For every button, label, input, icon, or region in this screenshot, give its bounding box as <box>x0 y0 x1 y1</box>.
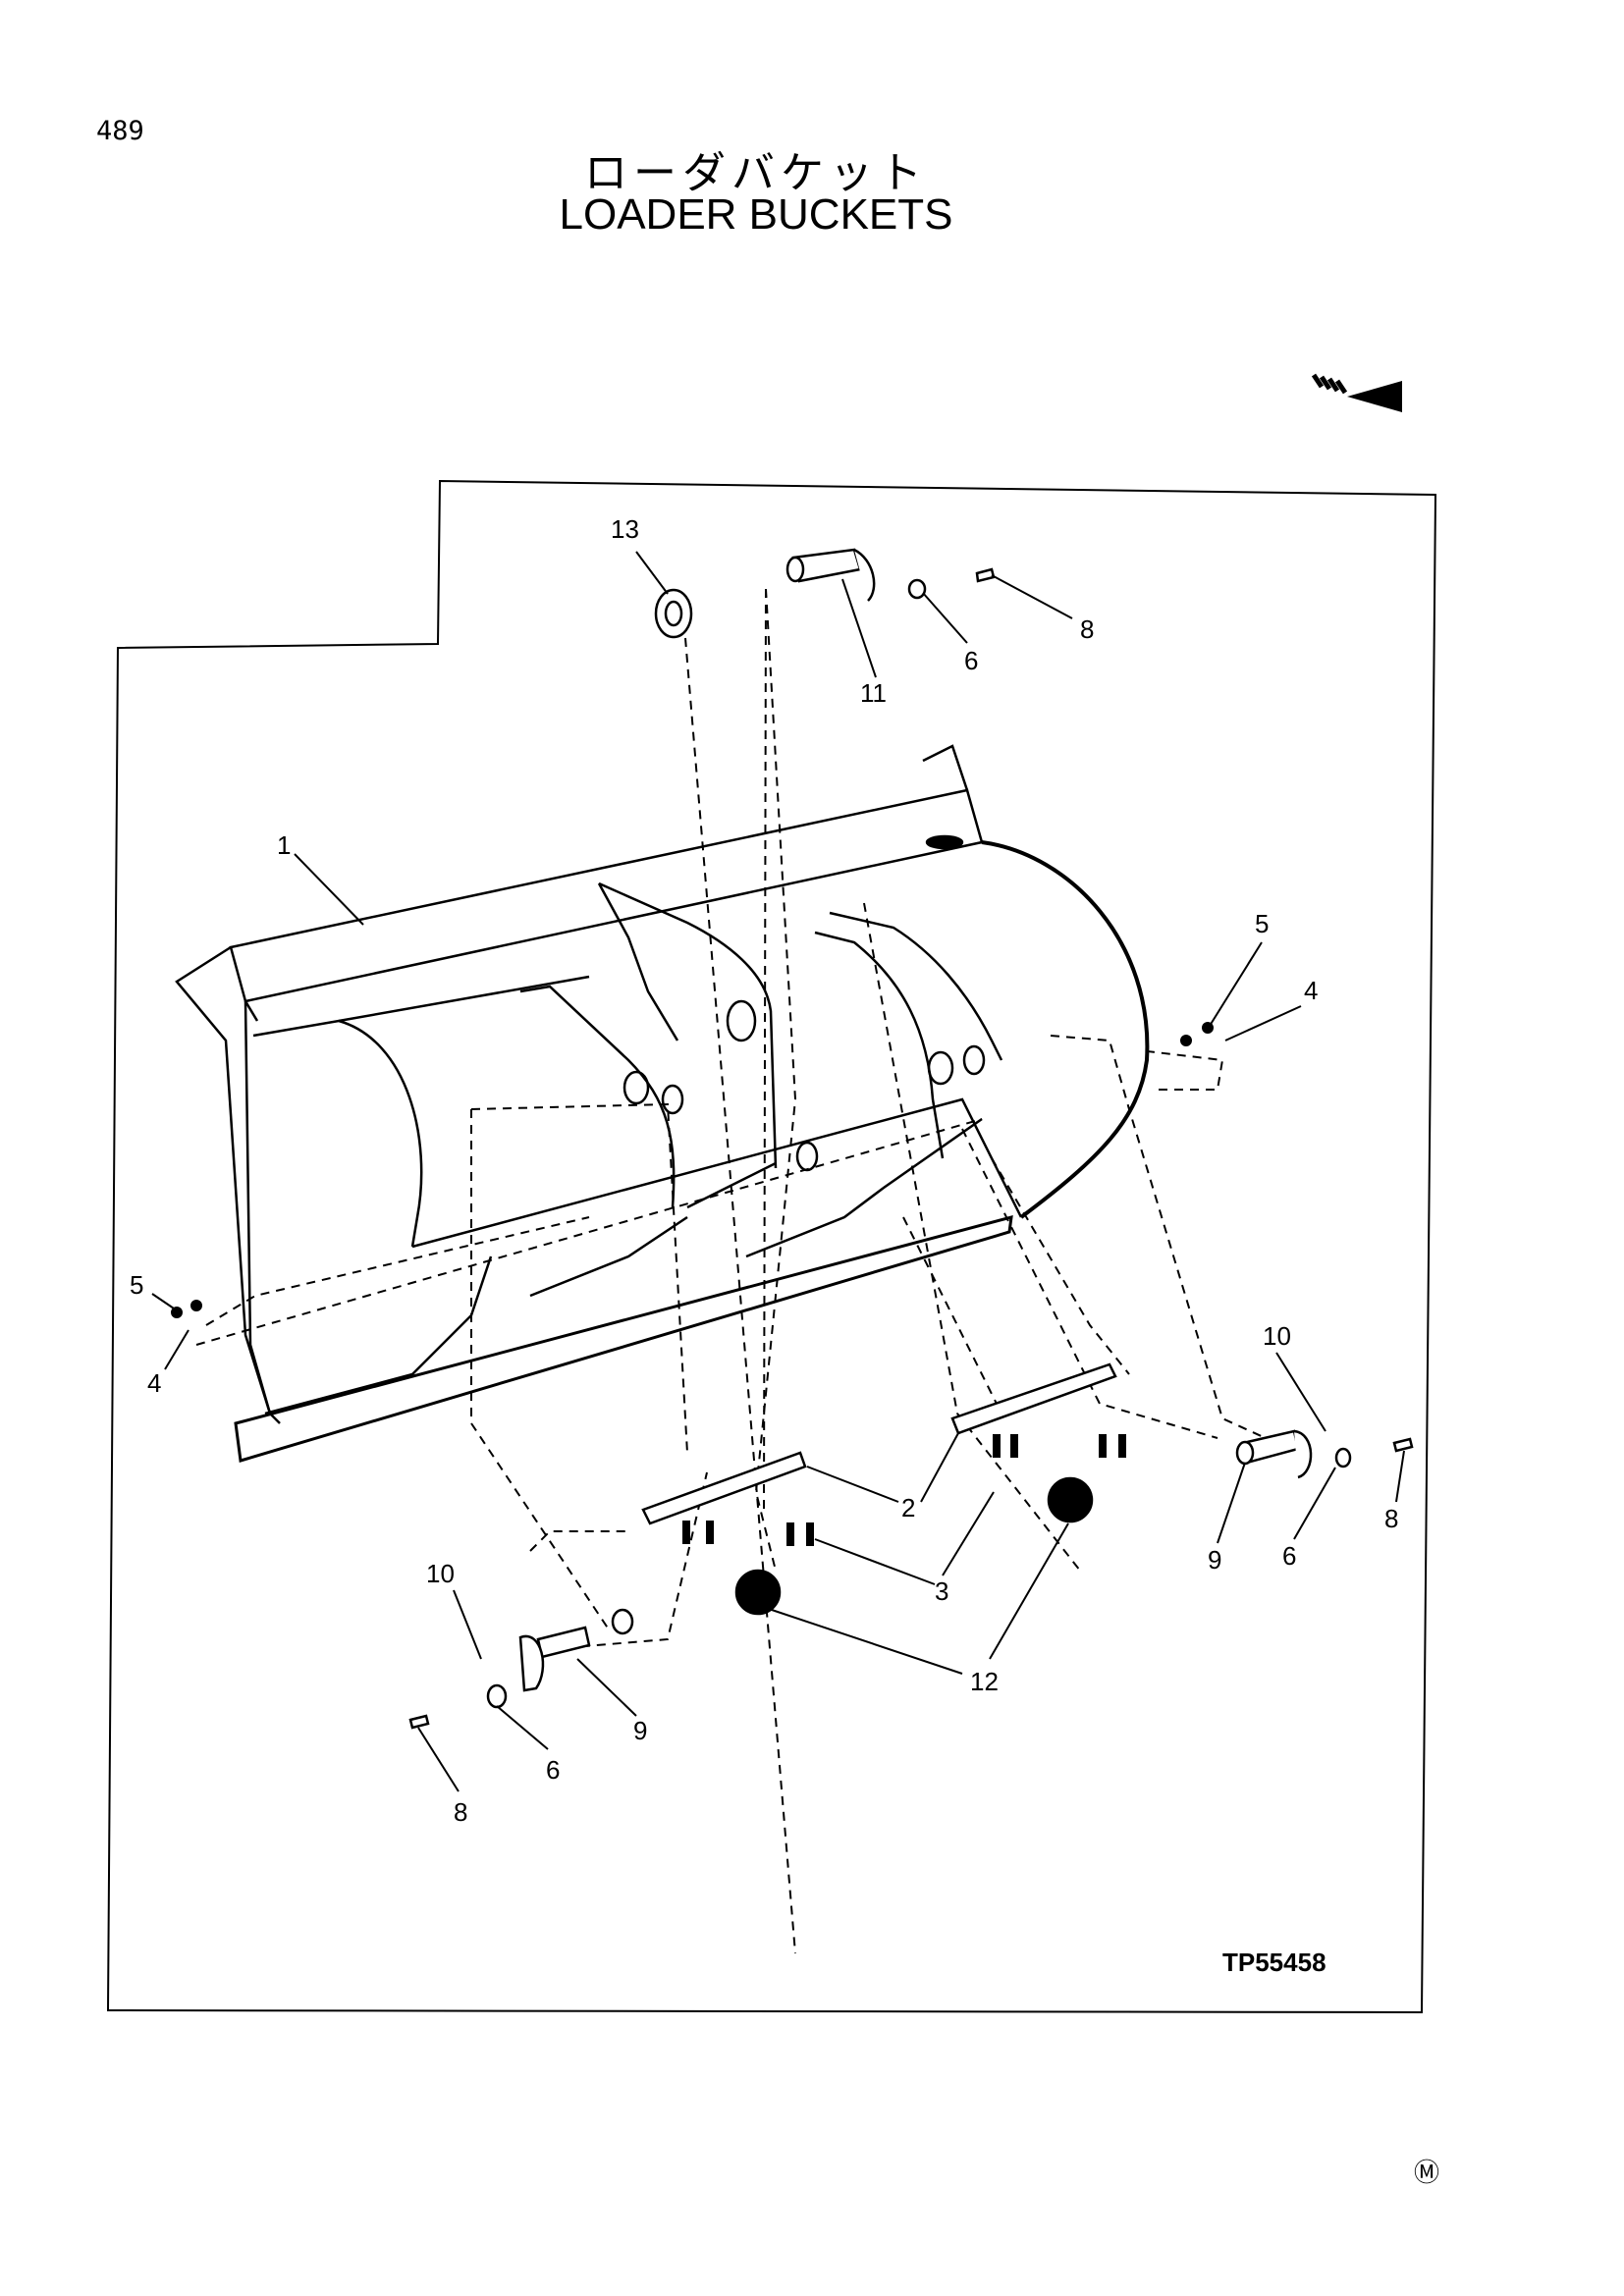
callout-9: 9 <box>1208 1545 1221 1575</box>
callout-8: 8 <box>1384 1504 1398 1533</box>
callout-5: 5 <box>1255 909 1269 938</box>
callout-6: 6 <box>546 1755 560 1785</box>
callout-11: 11 <box>860 678 887 708</box>
loader-bucket <box>175 744 1150 1463</box>
page-number: 489 <box>96 116 144 146</box>
callout-10: 10 <box>1263 1321 1291 1351</box>
registered-mark: Ⓜ <box>1414 2159 1439 2188</box>
callout-2: 2 <box>901 1493 915 1522</box>
component-shapes <box>408 548 1414 1730</box>
callout-8: 8 <box>454 1797 467 1827</box>
callout-10: 10 <box>426 1559 455 1588</box>
callout-4: 4 <box>1304 976 1318 1005</box>
page-title: LOADER BUCKETS <box>559 190 953 239</box>
callout-3: 3 <box>935 1576 948 1606</box>
callout-labels: 13 11 6 8 1 5 4 5 4 10 9 6 8 2 3 12 10 9… <box>130 514 1398 1827</box>
bolts <box>171 1022 1214 1546</box>
callout-13: 13 <box>611 514 639 544</box>
callout-9: 9 <box>633 1716 647 1745</box>
page-title-japanese: ローダバケット <box>584 148 928 198</box>
leader-lines <box>151 551 1405 1792</box>
callout-12: 12 <box>970 1667 999 1696</box>
callout-1: 1 <box>277 830 291 860</box>
assembly-lines <box>195 588 1277 1954</box>
figure-code: TP55458 <box>1222 1948 1326 1977</box>
callout-6: 6 <box>964 646 978 675</box>
diagram-frame <box>106 479 1437 2014</box>
callout-4: 4 <box>147 1368 161 1398</box>
callout-8: 8 <box>1080 614 1094 644</box>
callout-6: 6 <box>1282 1541 1296 1571</box>
direction-arrow-icon <box>1311 373 1402 412</box>
callout-5: 5 <box>130 1270 143 1300</box>
